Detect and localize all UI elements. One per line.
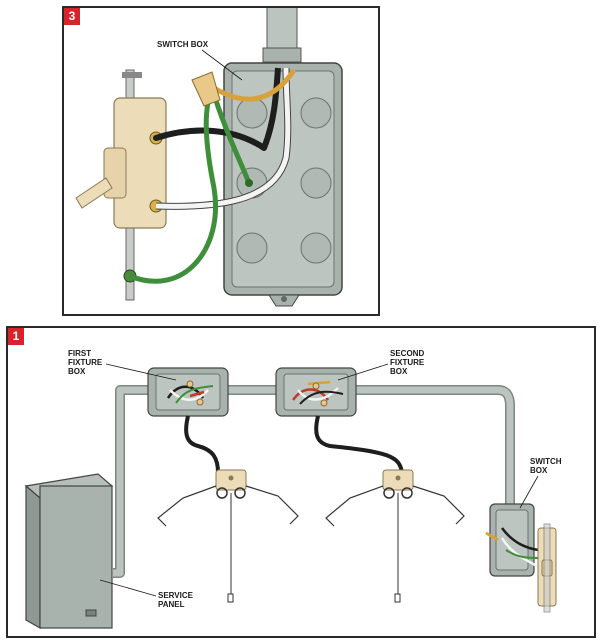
second-fixture-box xyxy=(275,367,357,417)
second-fixture-label-line3: BOX xyxy=(390,367,408,376)
panel-number-badge: 3 xyxy=(64,8,80,25)
label-leader-line xyxy=(105,363,177,381)
white-neutral-wire xyxy=(155,67,291,209)
first-fixture-label-line3: BOX xyxy=(68,367,86,376)
circuit-layout-illustration: FIRST FIXTURE BOX SECOND FIXTURE BOX SWI… xyxy=(24,349,562,630)
label-leader-line xyxy=(99,579,157,597)
wire-nut xyxy=(191,71,221,107)
toggle-lever xyxy=(75,177,113,209)
first-fixture-box xyxy=(147,367,229,417)
black-hot-wire xyxy=(261,67,281,150)
switch-box xyxy=(485,503,557,613)
panel-number-badge: 1 xyxy=(8,328,24,345)
second-fixture-label-line1: SECOND xyxy=(390,349,424,358)
black-hot-wire xyxy=(153,127,267,151)
second-light-fixture xyxy=(325,469,465,603)
service-panel-label-line1: SERVICE xyxy=(158,591,194,600)
yellow-wire xyxy=(212,68,297,102)
first-fixture-label-line1: FIRST xyxy=(68,349,91,358)
pull-chain-end xyxy=(394,593,401,603)
ground-screw xyxy=(245,179,253,187)
conduit-run-highlight xyxy=(113,386,514,577)
pull-chain-end xyxy=(227,593,234,603)
switch-box-wiring-illustration: SWITCH BOX xyxy=(75,8,343,307)
switch-box-label-line2: BOX xyxy=(530,466,548,475)
second-fixture-label-line2: FIXTURE xyxy=(390,358,425,367)
green-ground-wire xyxy=(129,87,218,284)
label-leader-line xyxy=(337,363,389,381)
diagram-panel-3: 3 xyxy=(62,6,380,316)
switch-box-label-line1: SWITCH xyxy=(530,457,562,466)
service-panel-label-line2: PANEL xyxy=(158,600,185,609)
mounting-strap xyxy=(543,523,551,613)
label-leader-line xyxy=(519,475,539,509)
switch-box xyxy=(223,62,343,307)
conduit-run xyxy=(113,385,515,578)
mounting-screw xyxy=(122,72,142,78)
conduit-connector xyxy=(262,47,302,63)
fixture-cable xyxy=(314,415,404,474)
first-fixture-label-line2: FIXTURE xyxy=(68,358,103,367)
first-light-fixture xyxy=(157,469,299,603)
service-panel xyxy=(24,473,114,630)
fixture-cable xyxy=(184,415,220,474)
light-switch xyxy=(75,69,167,301)
label-leader-line xyxy=(201,49,243,81)
diagram-panel-1: 1 xyxy=(6,326,596,638)
switch-box-label: SWITCH BOX xyxy=(157,40,209,49)
